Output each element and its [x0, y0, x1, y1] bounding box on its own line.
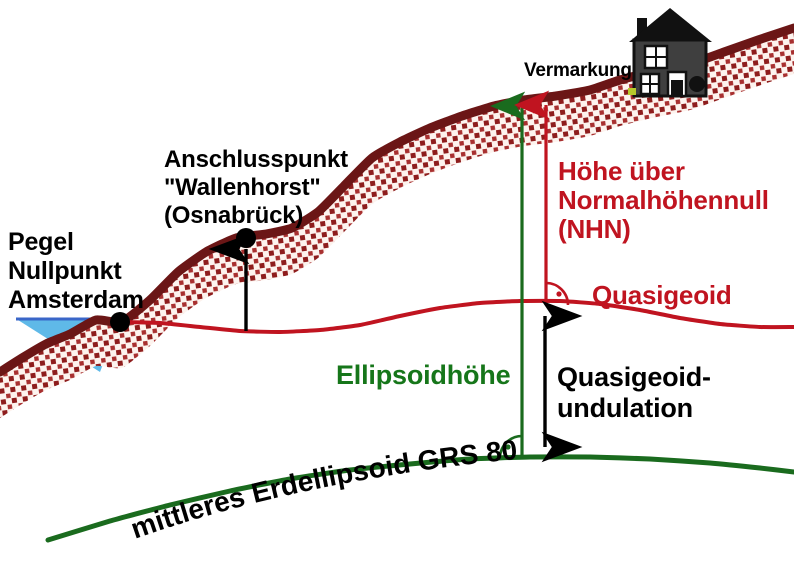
- label-hoehe-ueber-nhn: Höhe über Normalhöhennull (NHN): [558, 156, 769, 245]
- right-angle-dot-ellipsoid-icon: [505, 444, 511, 450]
- label-ellipsoidhoehe: Ellipsoidhöhe: [336, 360, 511, 390]
- right-angle-ellipsoid-icon: [498, 434, 523, 459]
- earth-ellipsoid-curve: [45, 454, 794, 543]
- label-quasigeoid-undulation: Quasigeoid- undulation: [557, 362, 711, 423]
- label-anschlusspunkt-wallenhorst: Anschlusspunkt "Wallenhorst" (Osnabrück): [164, 146, 348, 229]
- marker-pegel-nullpunkt: [110, 312, 130, 332]
- label-pegel-nullpunkt-amsterdam: Pegel Nullpunkt Amsterdam: [8, 228, 144, 314]
- quasigeoid-curve: [116, 298, 794, 335]
- survey-mark-icon: [628, 88, 636, 95]
- house-icon: [628, 8, 712, 98]
- label-quasigeoid: Quasigeoid: [592, 280, 732, 310]
- right-angle-dot-quasigeoid-icon: [556, 291, 562, 297]
- marker-anschlusspunkt-wallenhorst: [236, 228, 256, 248]
- erdellipsoid-caption: mittleres Erdellipsoid GRS 80: [127, 434, 519, 545]
- ellipsoid-height-arrow: [490, 91, 526, 459]
- label-vermarkung: Vermarkung: [524, 60, 632, 81]
